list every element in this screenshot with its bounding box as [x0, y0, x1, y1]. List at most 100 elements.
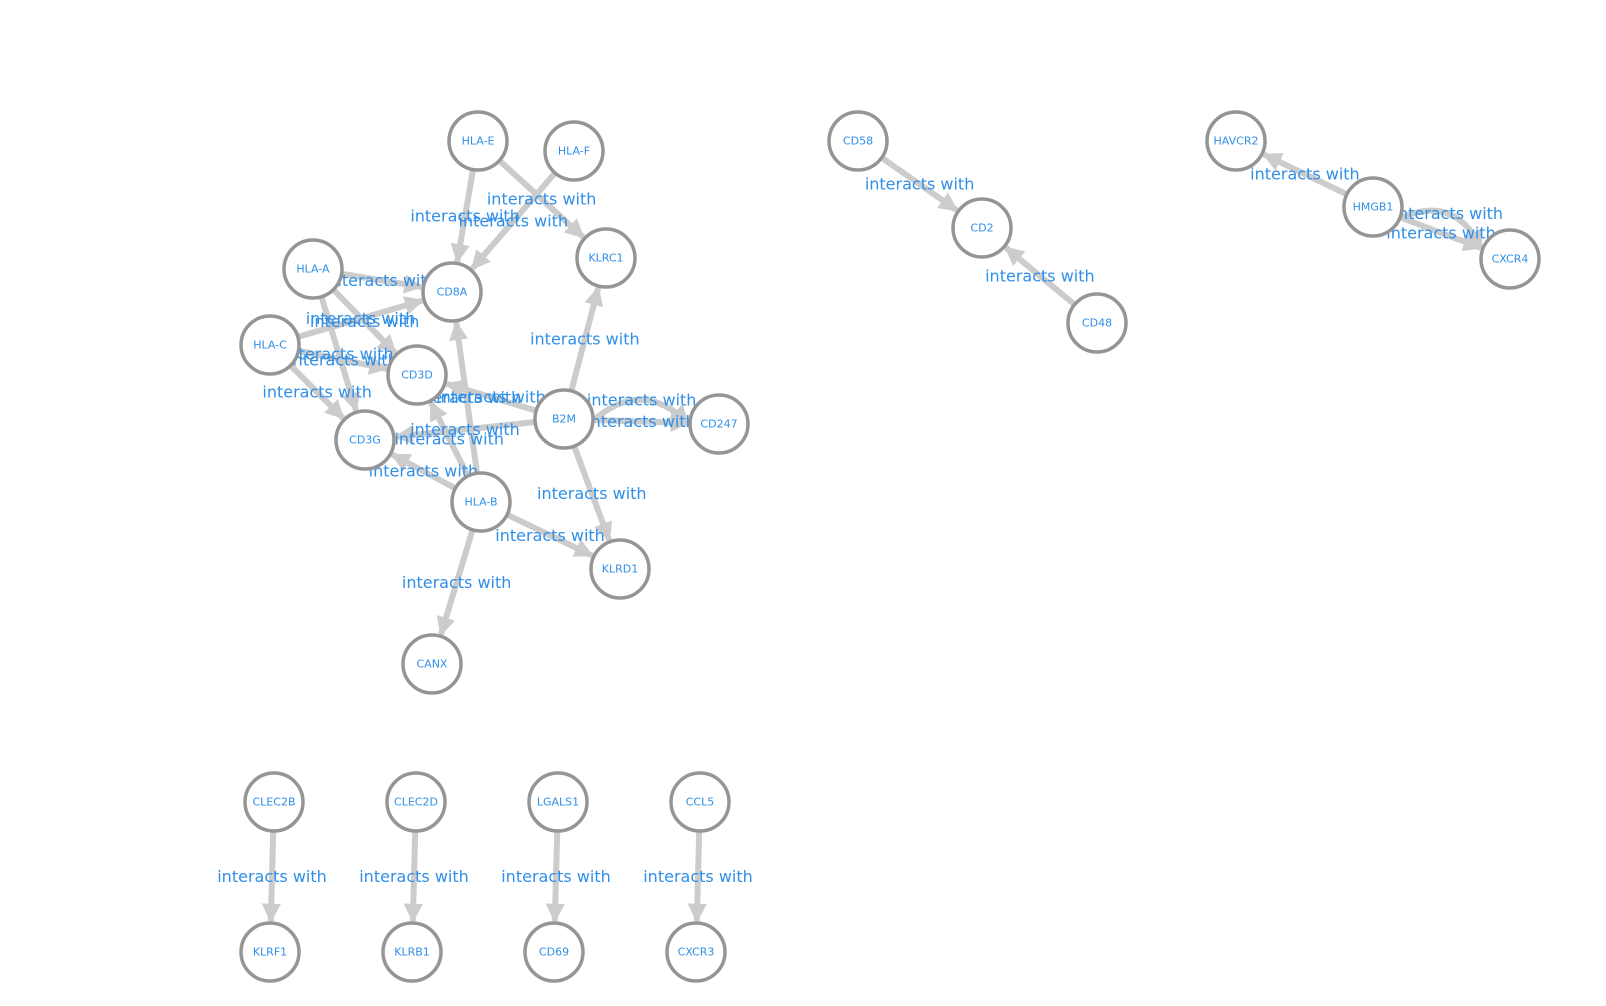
node-circle[interactable] — [688, 393, 750, 455]
edge-label: interacts with — [1250, 165, 1360, 184]
edge-label: interacts with — [501, 867, 611, 886]
edge-label: interacts with — [587, 390, 697, 409]
node-label: CD3D — [401, 369, 433, 382]
node-label: LGALS1 — [537, 796, 579, 809]
edge-label: interacts with — [359, 867, 469, 886]
node-circle[interactable] — [239, 314, 301, 376]
node-cxcr4[interactable]: CXCR4 — [1479, 228, 1541, 290]
edge-label: interacts with — [495, 526, 605, 545]
node-label: HLA-E — [462, 135, 495, 148]
node-circle[interactable] — [523, 921, 585, 983]
node-circle[interactable] — [527, 771, 589, 833]
node-circle[interactable] — [827, 110, 889, 172]
node-circle[interactable] — [575, 227, 637, 289]
node-circle[interactable] — [1342, 176, 1404, 238]
edge-label: interacts with — [217, 867, 327, 886]
node-clec2d[interactable]: CLEC2D — [385, 771, 447, 833]
node-circle[interactable] — [665, 921, 727, 983]
node-ccl5[interactable]: CCL5 — [669, 771, 731, 833]
node-circle[interactable] — [533, 388, 595, 450]
node-circle[interactable] — [447, 110, 509, 172]
node-cd3g[interactable]: CD3G — [334, 409, 396, 471]
node-cd58[interactable]: CD58 — [827, 110, 889, 172]
node-cd8a[interactable]: CD8A — [421, 261, 483, 323]
node-label: KLRD1 — [602, 563, 638, 576]
node-klrc1[interactable]: KLRC1 — [575, 227, 637, 289]
node-circle[interactable] — [282, 238, 344, 300]
node-hla-e[interactable]: HLA-E — [447, 110, 509, 172]
node-label: CLEC2B — [253, 796, 296, 809]
edge-b2m-to-cd3g — [393, 419, 535, 445]
node-circle[interactable] — [589, 538, 651, 600]
node-circle[interactable] — [669, 771, 731, 833]
node-cd48[interactable]: CD48 — [1066, 292, 1128, 354]
node-circle[interactable] — [1066, 292, 1128, 354]
node-clec2b[interactable]: CLEC2B — [243, 771, 305, 833]
edge-hla-b-to-canx — [436, 529, 476, 637]
node-label: CD58 — [843, 135, 873, 148]
node-circle[interactable] — [450, 471, 512, 533]
node-circle[interactable] — [385, 771, 447, 833]
edge-clec2d-to-klrb1 — [403, 831, 423, 923]
node-circle[interactable] — [386, 344, 448, 406]
node-cd3d[interactable]: CD3D — [386, 344, 448, 406]
node-label: CD3G — [349, 434, 381, 447]
node-hla-b[interactable]: HLA-B — [450, 471, 512, 533]
node-hla-c[interactable]: HLA-C — [239, 314, 301, 376]
edge-label: interacts with — [310, 312, 420, 331]
node-label: CANX — [417, 658, 448, 671]
edge-hla-c-to-cd8a — [297, 296, 425, 340]
node-hla-a[interactable]: HLA-A — [282, 238, 344, 300]
node-label: HLA-A — [296, 263, 330, 276]
node-circle[interactable] — [239, 921, 301, 983]
edge-b2m-to-klrc1 — [568, 286, 604, 391]
edge-label: interacts with — [410, 420, 520, 439]
node-circle[interactable] — [243, 771, 305, 833]
node-hla-f[interactable]: HLA-F — [543, 120, 605, 182]
node-cd247[interactable]: CD247 — [688, 393, 750, 455]
node-circle[interactable] — [1479, 228, 1541, 290]
node-label: B2M — [552, 413, 576, 426]
edge-hla-a-to-cd3d — [331, 288, 398, 355]
edge-hla-a-to-cd3g — [318, 296, 361, 413]
edge-clec2b-to-klrf1 — [261, 831, 281, 923]
node-klrd1[interactable]: KLRD1 — [589, 538, 651, 600]
node-circle[interactable] — [334, 409, 396, 471]
node-hmgb1[interactable]: HMGB1 — [1342, 176, 1404, 238]
node-circle[interactable] — [401, 633, 463, 695]
node-cxcr3[interactable]: CXCR3 — [665, 921, 727, 983]
node-circle[interactable] — [543, 120, 605, 182]
edge-cd48-to-cd2 — [1003, 245, 1076, 307]
node-circle[interactable] — [951, 197, 1013, 259]
node-circle[interactable] — [421, 261, 483, 323]
edge-hla-b-to-klrd1 — [506, 512, 594, 559]
edge-hla-e-to-cd8a — [450, 170, 476, 264]
edge-label: interacts with — [284, 345, 394, 364]
edge-hla-c-to-cd3g — [289, 364, 346, 421]
edge-hla-b-to-cd3g — [390, 451, 456, 491]
node-b2m[interactable]: B2M — [533, 388, 595, 450]
node-label: HLA-C — [253, 339, 287, 352]
edge-lgals1-to-cd69 — [545, 831, 565, 923]
node-label: KLRC1 — [588, 252, 623, 265]
node-label: HMGB1 — [1353, 201, 1394, 214]
node-label: CCL5 — [686, 796, 715, 809]
node-lgals1[interactable]: LGALS1 — [527, 771, 589, 833]
edge-hla-b-to-cd3d — [428, 400, 471, 477]
edge-cd58-to-cd2 — [880, 155, 959, 213]
node-cd2[interactable]: CD2 — [951, 197, 1013, 259]
node-label: CXCR4 — [1492, 253, 1529, 266]
node-circle[interactable] — [381, 921, 443, 983]
edge-label: interacts with — [288, 350, 398, 369]
node-label: CD8A — [437, 286, 468, 299]
node-klrf1[interactable]: KLRF1 — [239, 921, 301, 983]
node-circle[interactable] — [1205, 110, 1267, 172]
edge-label: interacts with — [402, 573, 512, 592]
node-canx[interactable]: CANX — [401, 633, 463, 695]
node-label: CD69 — [539, 946, 569, 959]
node-label: HAVCR2 — [1214, 135, 1259, 148]
node-klrb1[interactable]: KLRB1 — [381, 921, 443, 983]
node-cd69[interactable]: CD69 — [523, 921, 585, 983]
node-havcr2[interactable]: HAVCR2 — [1205, 110, 1267, 172]
node-label: HLA-B — [464, 496, 497, 509]
